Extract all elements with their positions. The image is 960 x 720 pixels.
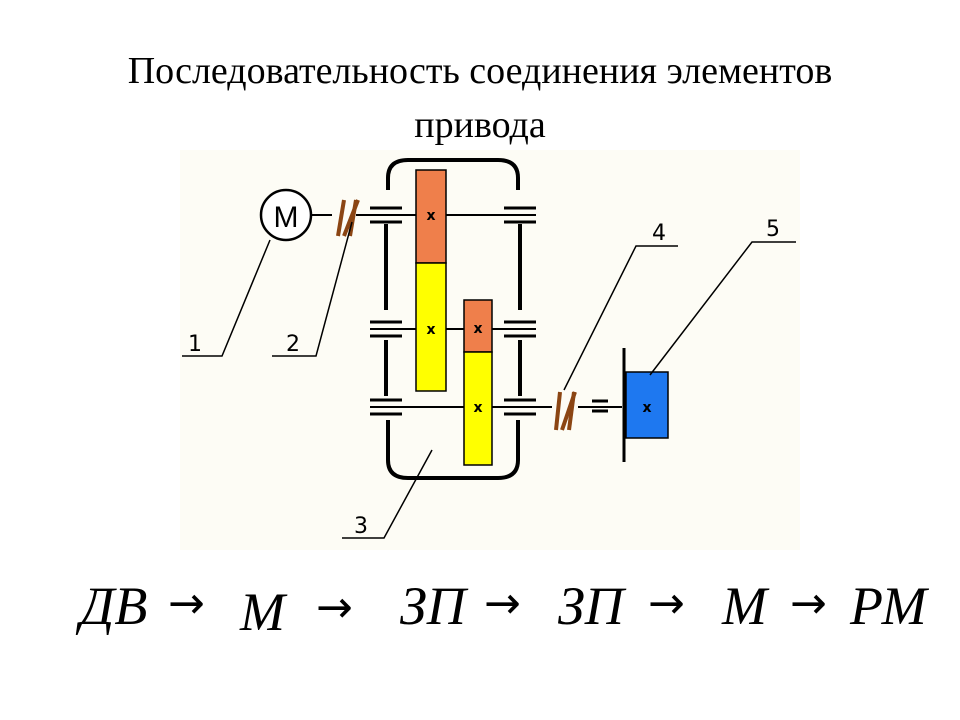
gear-3-symbol: x <box>473 321 482 337</box>
gear-1-symbol: x <box>426 208 435 224</box>
gear-1-pinion <box>415 169 447 264</box>
seq-arrow-5: → <box>790 578 827 629</box>
seq-item-coupling: М <box>240 582 285 642</box>
gearbox-housing <box>384 158 522 480</box>
callout-4: 4 <box>652 221 666 246</box>
coupling-output <box>554 391 577 431</box>
seq-item-coupling-2: М <box>722 576 767 636</box>
callout-1: 1 <box>188 332 202 357</box>
leader-lines <box>182 221 796 539</box>
callout-5: 5 <box>766 217 780 242</box>
output-connector <box>592 399 608 413</box>
callout-3: 3 <box>354 514 368 539</box>
working-machine <box>625 371 669 439</box>
seq-item-gear-1: ЗП <box>400 576 466 636</box>
coupling-input <box>336 199 360 237</box>
gear-4-symbol: x <box>473 400 482 416</box>
gear-4-wheel <box>463 351 493 466</box>
motor-circle <box>259 188 313 242</box>
gear-3-pinion <box>463 299 493 353</box>
gear-2-wheel <box>415 262 447 392</box>
seq-item-working-machine: РМ <box>850 576 927 636</box>
callout-2: 2 <box>286 332 300 357</box>
working-machine-symbol: x <box>642 400 651 416</box>
gear-2-symbol: x <box>426 322 435 338</box>
seq-item-motor: ДВ <box>80 576 148 636</box>
seq-arrow-2: → <box>316 582 353 633</box>
seq-arrow-4: → <box>648 578 685 629</box>
seq-arrow-1: → <box>168 578 205 629</box>
slide-title: Последовательность соединения элементов … <box>127 50 833 146</box>
motor-label: М <box>274 201 299 234</box>
seq-arrow-3: → <box>484 578 521 629</box>
bearings <box>370 206 536 416</box>
seq-item-gear-2: ЗП <box>558 576 624 636</box>
